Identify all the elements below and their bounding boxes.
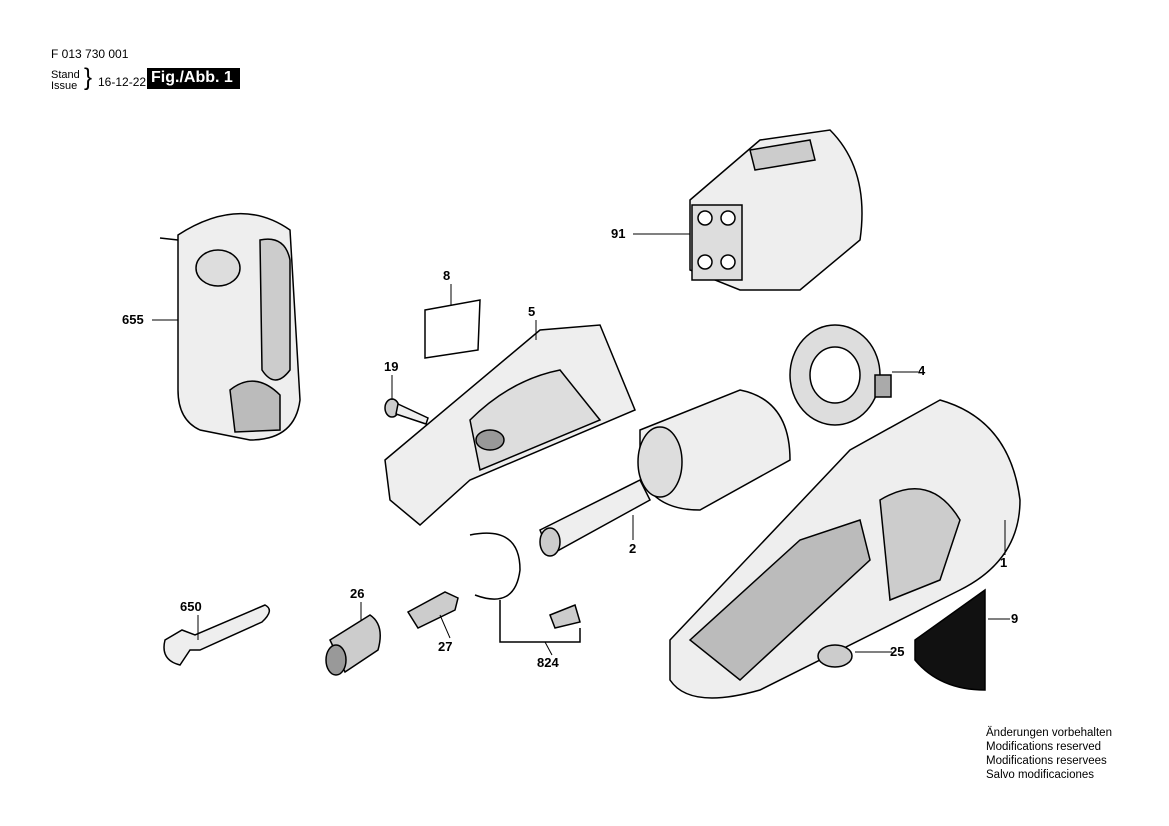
brace: }: [84, 64, 93, 91]
battery-part: [689, 129, 863, 291]
clip-set-part: [469, 532, 581, 643]
housing-half-part: [384, 324, 636, 526]
figure-label: Fig./Abb. 1: [147, 68, 240, 89]
motor-part: [539, 389, 791, 557]
note-fr: Modifications reservees: [986, 755, 1107, 767]
stand-issue-label: Stand Issue: [51, 70, 80, 92]
callout-9: 9: [1011, 611, 1019, 626]
callout-4: 4: [918, 363, 926, 378]
note-es: Salvo modificaciones: [986, 769, 1095, 781]
note-de: Änderungen vorbehalten: [986, 727, 1112, 739]
callout-25: 25: [890, 644, 905, 659]
charger-part: [159, 213, 301, 441]
issue-label: Issue: [51, 80, 78, 92]
wrench-part: [163, 604, 271, 666]
callout-26: 26: [350, 586, 365, 601]
label-part: [424, 299, 481, 359]
callout-2: 2: [629, 541, 637, 556]
document-number: F 013 730 001: [51, 47, 129, 61]
callout-19: 19: [384, 359, 399, 374]
housing-part: [669, 399, 1021, 699]
collet-nut-part: [325, 614, 381, 676]
end-cap-part: [789, 324, 892, 426]
leader-lines: [152, 233, 1010, 656]
modification-notes: Änderungen vorbehalten Modifications res…: [986, 726, 1112, 782]
stand-label: Stand: [51, 69, 80, 81]
callout-650: 650: [180, 599, 202, 614]
collet-part: [406, 591, 459, 629]
callout-91: 91: [611, 226, 626, 241]
callout-5: 5: [528, 304, 536, 319]
callout-824: 824: [537, 655, 559, 670]
note-en: Modifications reserved: [986, 741, 1102, 753]
callout-1: 1: [1000, 555, 1008, 570]
callout-27: 27: [438, 639, 453, 654]
callout-655: 655: [122, 312, 144, 327]
screw-part: [384, 398, 429, 425]
issue-date: 16-12-22: [98, 75, 147, 89]
button-part: [817, 644, 853, 668]
callout-8: 8: [443, 268, 451, 283]
pad-part: [914, 588, 986, 691]
